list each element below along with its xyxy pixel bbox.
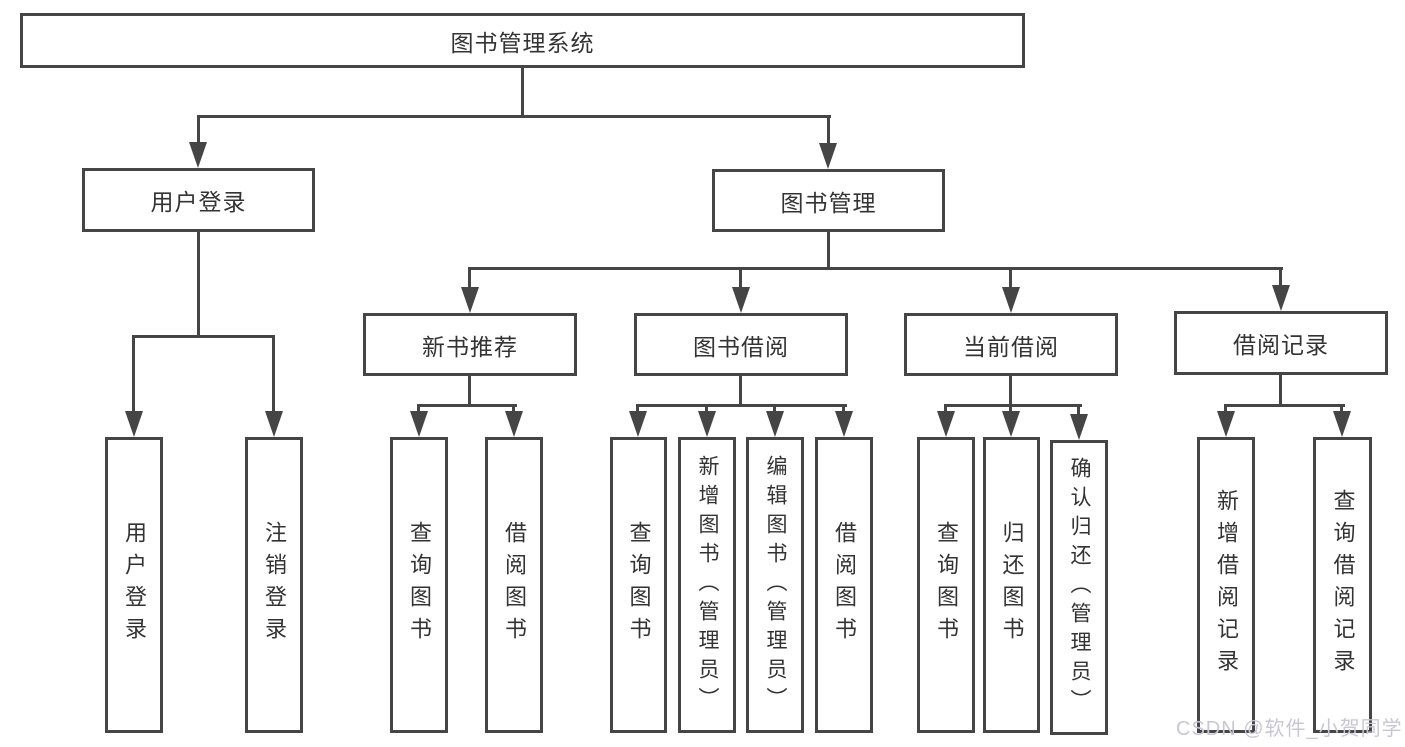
connector-line [521,68,524,117]
connector-line [1279,267,1282,291]
connector-line [1224,404,1227,414]
arrow-down-icon [819,143,837,169]
arrow-down-icon [125,411,143,437]
watermark: CSDN @软件_小贺同学 [1176,718,1403,740]
arrow-down-icon [835,411,853,437]
connector-line [197,232,200,338]
connector-line [468,376,471,407]
connector-line [417,404,517,407]
arrow-down-icon [937,411,955,437]
node-library-system: 图书管理系统 [20,13,1025,68]
connector-line [1009,404,1012,414]
leaf-add-borrow-record: 新增借阅记录 [1197,437,1255,733]
connector-line [132,335,275,338]
leaf-borrow-books-recommend: 借阅图书 [485,437,543,733]
connector-line [1224,404,1345,407]
node-user-login: 用户登录 [82,168,315,232]
node-book-borrowing: 图书借阅 [634,313,848,376]
connector-line [827,232,830,270]
connector-line [468,267,471,291]
leaf-add-book-admin: 新增图书（管理员） [678,437,736,733]
connector-line [944,404,947,414]
connector-line [739,376,742,407]
connector-line [944,404,1082,407]
node-current-borrowing: 当前借阅 [904,313,1118,376]
arrow-down-icon [629,411,647,437]
leaf-query-books-borrowing: 查询图书 [610,437,667,733]
connector-line [468,267,1283,270]
connector-line [512,404,515,414]
leaf-query-books-current: 查询图书 [917,437,975,733]
leaf-query-books-recommend: 查询图书 [390,437,448,733]
connector-line [636,404,639,414]
connector-line [197,115,831,118]
leaf-borrow-books: 借阅图书 [815,437,873,733]
node-new-book-recommend: 新书推荐 [363,313,577,376]
connector-line [739,267,742,291]
arrow-down-icon [1272,285,1290,311]
connector-line [417,404,420,414]
connector-line [1279,375,1282,407]
connector-line [1340,404,1343,414]
node-book-management: 图书管理 [712,169,945,232]
arrow-down-icon [766,411,784,437]
connector-line [842,404,845,414]
connector-line [636,404,847,407]
arrow-down-icon [1070,414,1088,440]
connector-line [773,404,776,414]
arrow-down-icon [1002,287,1020,313]
arrow-down-icon [189,142,207,168]
arrow-down-icon [461,287,479,313]
arrow-down-icon [698,411,716,437]
connector-line [197,115,200,145]
node-borrow-records: 借阅记录 [1174,311,1388,375]
leaf-user-login: 用户登录 [105,437,163,733]
connector-line [827,115,830,145]
arrow-down-icon [1333,411,1351,437]
connector-line [1009,267,1012,291]
connector-line [132,335,135,414]
arrow-down-icon [505,411,523,437]
leaf-confirm-return-admin: 确认归还（管理员） [1050,440,1108,735]
leaf-return-books: 归还图书 [983,437,1040,733]
connector-line [705,404,708,414]
leaf-query-borrow-record: 查询借阅记录 [1313,437,1372,733]
arrow-down-icon [410,411,428,437]
arrow-down-icon [1217,411,1235,437]
arrow-down-icon [1002,411,1020,437]
connector-line [272,335,275,414]
leaf-edit-book-admin: 编辑图书（管理员） [746,437,804,733]
connector-line [1009,376,1012,407]
arrow-down-icon [265,411,283,437]
leaf-logout-login: 注销登录 [245,437,303,733]
arrow-down-icon [732,287,750,313]
connector-line [1077,404,1080,414]
